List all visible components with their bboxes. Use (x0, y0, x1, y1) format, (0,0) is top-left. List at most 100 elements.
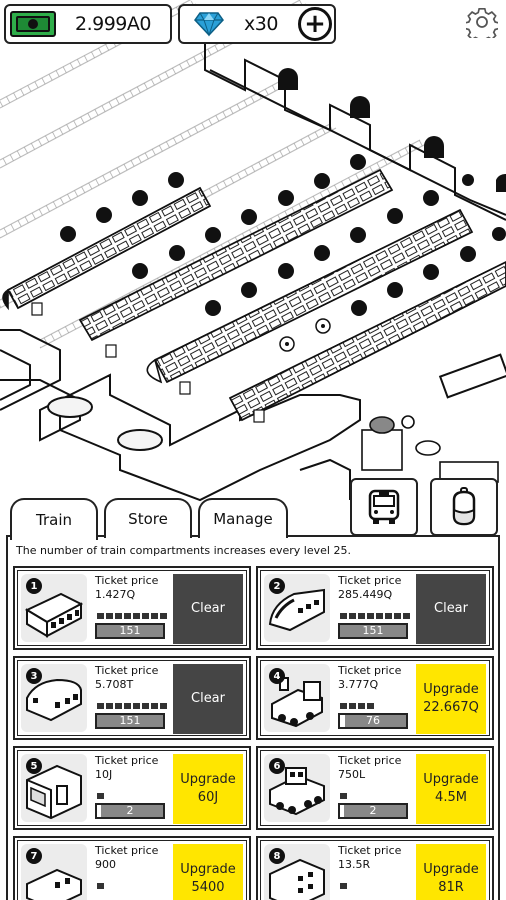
money-value: 2.999A0 (75, 13, 151, 35)
ticket-price-label: Ticket price (338, 574, 402, 587)
ticket-price-label: Ticket price (338, 754, 402, 767)
upgrade-label: Upgrade (423, 682, 479, 697)
upgrade-label: Upgrade (423, 772, 479, 787)
upgrade-button[interactable]: Upgrade 22.667Q (416, 664, 486, 734)
ticket-price-label: Ticket price (95, 844, 159, 857)
ticket-price-value: 13.5R (338, 858, 371, 871)
upgrade-cost: 81R (438, 880, 464, 895)
tab-train[interactable]: Train (10, 498, 98, 540)
bullet-train-icon (268, 588, 325, 632)
level-value: 2 (369, 804, 377, 817)
add-gems-button[interactable]: + (298, 7, 332, 41)
upgrade-cost: 22.667Q (423, 700, 479, 715)
bell-button[interactable] (430, 478, 498, 536)
plus-icon: + (304, 9, 326, 39)
level-bar: 151 (95, 713, 165, 729)
tram-car-icon (26, 764, 82, 820)
kiosk (361, 415, 499, 483)
train-thumbnail: 6 (264, 754, 330, 822)
upgrade-button[interactable]: Upgrade 60J (173, 754, 243, 824)
level-pips (97, 613, 167, 619)
train-card: 4 Ticket price 3.777Q 76 Upgrade 22.667Q (256, 656, 494, 740)
train-number: 4 (269, 668, 285, 684)
level-pips (97, 793, 104, 799)
track-markers (31, 302, 265, 423)
ticket-price-value: 750L (338, 768, 366, 781)
level-pips (340, 793, 347, 799)
upgrade-cost: 60J (197, 790, 219, 805)
railcar-icon (26, 678, 82, 722)
train-card: 1 Ticket price 1.427Q 151 Clear (13, 566, 251, 650)
clear-button[interactable]: Clear (173, 664, 243, 734)
tab-store[interactable]: Store (104, 498, 192, 538)
upgrade-label: Upgrade (180, 862, 236, 877)
lower-platform (0, 329, 506, 502)
upgrade-button[interactable]: Upgrade 5400 (173, 844, 243, 900)
station-scene[interactable] (0, 0, 506, 520)
level-pips (97, 883, 104, 889)
ticket-price-value: 1.427Q (95, 588, 136, 601)
upgrade-label: Upgrade (423, 862, 479, 877)
train-number: 7 (26, 848, 42, 864)
upgrade-button[interactable]: Upgrade 81R (416, 844, 486, 900)
upgrade-cost: 5400 (191, 880, 225, 895)
train-card: 6 Ticket price 750L 2 Upgrade 4.5M (256, 746, 494, 830)
train-number: 2 (269, 578, 285, 594)
diesel-locomotive-icon (269, 767, 325, 816)
upgrade-button[interactable]: Upgrade 4.5M (416, 754, 486, 824)
train-card: 8 Ticket price 13.5R Upgrade 81R (256, 836, 494, 900)
bus-button[interactable] (350, 478, 418, 536)
gem-value: x30 (244, 13, 278, 35)
train-thumbnail: 8 (264, 844, 330, 900)
diamond-icon (194, 12, 224, 37)
tab-manage[interactable]: Manage (198, 498, 288, 538)
level-bar: 151 (95, 623, 165, 639)
passengers (60, 154, 506, 316)
level-value: 151 (119, 714, 141, 727)
train-number: 6 (269, 758, 285, 774)
level-notice: The number of train compartments increas… (16, 544, 351, 557)
level-pips (97, 703, 167, 709)
upgrade-cost: 4.5M (435, 790, 467, 805)
ticket-price-value: 285.449Q (338, 588, 393, 601)
platform-walls (204, 40, 506, 221)
train-number: 5 (26, 758, 42, 774)
level-value: 151 (119, 624, 141, 637)
train-thumbnail: 1 (21, 574, 87, 642)
train-thumbnail: 4 (264, 664, 330, 732)
subway-car-icon (26, 868, 82, 900)
train-thumbnail: 5 (21, 754, 87, 822)
bus-icon (368, 489, 400, 524)
passenger-car-icon (24, 592, 84, 638)
train-thumbnail: 2 (264, 574, 330, 642)
money-counter: 2.999A0 (4, 4, 172, 44)
ticket-price-label: Ticket price (95, 664, 159, 677)
train-card: 5 Ticket price 10J 2 Upgrade 60J (13, 746, 251, 830)
trains (2, 168, 506, 422)
gem-counter: x30 + (178, 4, 336, 44)
train-card: 7 Ticket price 900 Upgrade 5400 (13, 836, 251, 900)
clear-button[interactable]: Clear (416, 574, 486, 644)
level-value: 151 (362, 624, 384, 637)
level-bar: 2 (95, 803, 165, 819)
train-card: 2 Ticket price 285.449Q 151 Clear (256, 566, 494, 650)
ticket-price-label: Ticket price (95, 574, 159, 587)
platform-domes (278, 68, 506, 192)
level-value: 2 (126, 804, 134, 817)
ticket-price-value: 3.777Q (338, 678, 379, 691)
train-thumbnail: 3 (21, 664, 87, 732)
level-pips (340, 883, 347, 889)
gear-icon[interactable] (466, 6, 498, 38)
level-bar: 76 (338, 713, 408, 729)
level-pips (340, 613, 410, 619)
cash-icon (10, 11, 56, 37)
level-value: 76 (366, 714, 380, 727)
bell-icon (452, 487, 476, 526)
upgrade-label: Upgrade (180, 772, 236, 787)
ticket-price-label: Ticket price (95, 754, 159, 767)
level-bar: 2 (338, 803, 408, 819)
train-card: 3 Ticket price 5.708T 151 Clear (13, 656, 251, 740)
train-thumbnail: 7 (21, 844, 87, 900)
clear-button[interactable]: Clear (173, 574, 243, 644)
train-number: 3 (26, 668, 42, 684)
